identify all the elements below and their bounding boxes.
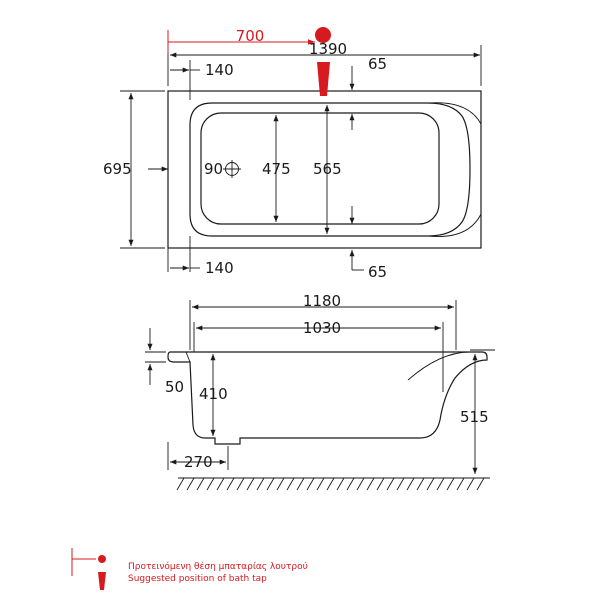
floor-hatch-mark [376,477,385,491]
floor-hatch-mark [306,477,315,491]
dim-700: 700 [236,27,265,45]
floor-hatch-mark [426,477,435,491]
floor-hatch-mark [256,477,265,491]
floor-hatch-mark [466,477,475,491]
dim-410: 410 [199,385,228,403]
legend-tap-icon [98,555,106,563]
dim-90: 90 [204,160,223,178]
drain-symbol [223,160,241,178]
legend-text-english: Suggested position of bath tap [128,574,267,584]
dim-50: 50 [165,378,184,396]
floor-hatch-mark [316,477,325,491]
floor-hatch-mark [286,477,295,491]
floor-hatch [176,477,485,491]
floor-hatch-mark [356,477,365,491]
dim-1030: 1030 [303,319,341,337]
floor-hatch-mark [386,477,395,491]
floor-hatch-mark [476,477,485,491]
tap-symbol-top [315,27,331,96]
dim-475: 475 [262,160,291,178]
floor-hatch-mark [226,477,235,491]
dim-695: 695 [103,160,132,178]
floor-hatch-mark [346,477,355,491]
floor-hatch-mark [266,477,275,491]
floor-hatch-mark [176,477,185,491]
headrest-curve-top [427,102,482,125]
tub-basin [200,112,440,225]
floor-hatch-mark [206,477,215,491]
top-view: 700 1390 140 65 695 90 475 565 [103,27,482,281]
floor-hatch-mark [456,477,465,491]
headrest-curve-bottom [427,213,482,237]
dim-1390: 1390 [309,40,347,58]
floor-hatch-mark [276,477,285,491]
tub-outline-side [167,351,488,445]
dim-65-top: 65 [368,55,387,73]
tub-inner-rim [189,102,471,237]
dim-270: 270 [184,453,213,471]
floor-hatch-mark [416,477,425,491]
floor-hatch-mark [366,477,375,491]
floor-hatch-mark [216,477,225,491]
floor-hatch-mark [246,477,255,491]
dim-515: 515 [460,408,489,426]
floor-hatch-mark [336,477,345,491]
dim-140-top: 140 [205,61,234,79]
floor-hatch-mark [396,477,405,491]
floor-hatch-mark [296,477,305,491]
floor-hatch-mark [326,477,335,491]
floor-hatch-mark [186,477,195,491]
dim-1180: 1180 [303,292,341,310]
side-view: 1180 1030 50 410 515 270 [145,292,495,491]
dim-140-bottom: 140 [205,259,234,277]
dim-65-bottom: 65 [368,263,387,281]
legend: Προτεινόμενη θέση μπαταρίας λουτρού Sugg… [71,548,308,590]
headrest-curve-side [407,351,471,381]
legend-text-greek: Προτεινόμενη θέση μπαταρίας λουτρού [128,561,308,572]
floor-hatch-mark [406,477,415,491]
floor-hatch-mark [446,477,455,491]
dim-565: 565 [313,160,342,178]
floor-hatch-mark [236,477,245,491]
floor-hatch-mark [436,477,445,491]
floor-hatch-mark [196,477,205,491]
